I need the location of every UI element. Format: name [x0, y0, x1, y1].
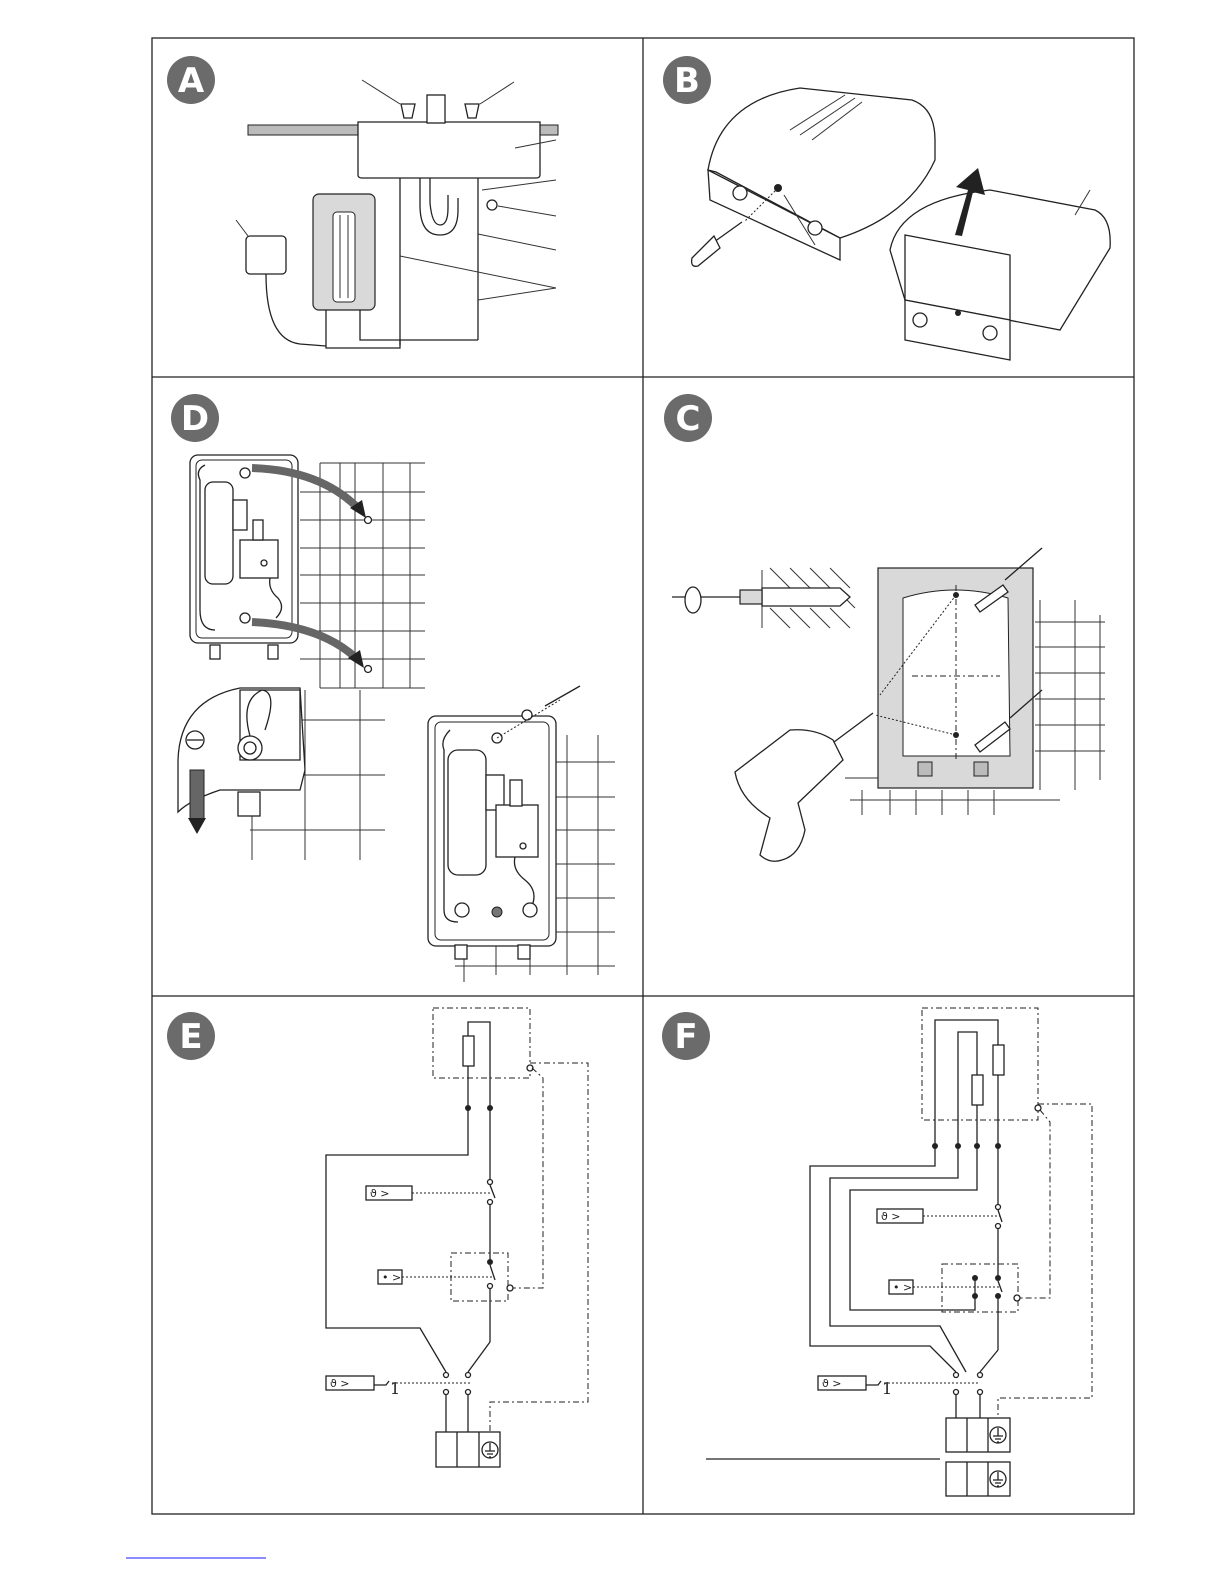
wall-screw-bottom	[365, 666, 372, 673]
temp-limiter-label: ϑ >	[330, 1377, 350, 1390]
heater-enclosure	[433, 1008, 530, 1078]
panel-b: B	[663, 56, 1110, 360]
heating-element	[205, 482, 233, 584]
panel-label-a: A	[178, 61, 205, 101]
flow-sensor-label: • >	[382, 1271, 401, 1284]
wall-plug	[762, 588, 850, 606]
sink-basin	[358, 122, 540, 178]
screw-drawing	[545, 686, 580, 706]
wall-screw-top	[365, 517, 372, 524]
leader-line	[362, 80, 400, 104]
drain-trap	[420, 178, 458, 235]
panel-label-e: E	[179, 1017, 202, 1057]
electrical-box	[246, 236, 286, 274]
panel-badge-d: D	[171, 394, 219, 442]
tap-knob-right	[465, 104, 479, 118]
heating-resistor	[463, 1036, 474, 1066]
rotation-arrow	[685, 587, 701, 613]
panel-f: F ϑ > • > ϑ >	[662, 1008, 1092, 1496]
safety-cutout-box-f	[942, 1264, 1018, 1312]
faucet	[427, 95, 445, 123]
connector-right	[808, 221, 822, 235]
panel-badge-f: F	[662, 1012, 710, 1060]
wall-grid	[300, 463, 425, 688]
panel-badge-b: B	[663, 56, 711, 104]
shutoff-valve	[487, 200, 497, 210]
flow-sensor-label-f: • >	[893, 1281, 912, 1294]
reset-number-f: 1	[882, 1379, 892, 1398]
connector-left	[733, 186, 747, 200]
panel-d: D	[171, 394, 615, 982]
flow-switch	[240, 540, 278, 578]
temp-limiter-label-f: ϑ >	[822, 1377, 842, 1390]
down-arrow	[188, 818, 206, 834]
panel-label-c: C	[676, 399, 701, 439]
drill-bit	[830, 713, 873, 745]
panel-a: A	[167, 56, 558, 348]
panel-label-b: B	[674, 61, 700, 101]
screwdriver	[714, 222, 742, 242]
temp-sensor-1-label: ϑ >	[370, 1187, 390, 1200]
leader-line	[480, 82, 514, 104]
panel-label-f: F	[674, 1017, 697, 1057]
drill	[735, 730, 843, 862]
panel-c: C	[664, 394, 1105, 861]
reset-number: 1	[390, 1379, 400, 1398]
panel-badge-e: E	[167, 1012, 215, 1060]
panel-badge-c: C	[664, 394, 712, 442]
tap-knob-left	[401, 104, 415, 118]
heater-window	[333, 212, 355, 302]
temp-sensor-1-label-f: ϑ >	[881, 1210, 901, 1223]
keyhole-bottom	[240, 613, 250, 623]
panel-label-d: D	[181, 399, 209, 439]
panel-badge-a: A	[167, 56, 215, 104]
keyhole-top	[240, 468, 250, 478]
panel-e: E ϑ > • > ϑ > 1	[167, 1008, 588, 1467]
